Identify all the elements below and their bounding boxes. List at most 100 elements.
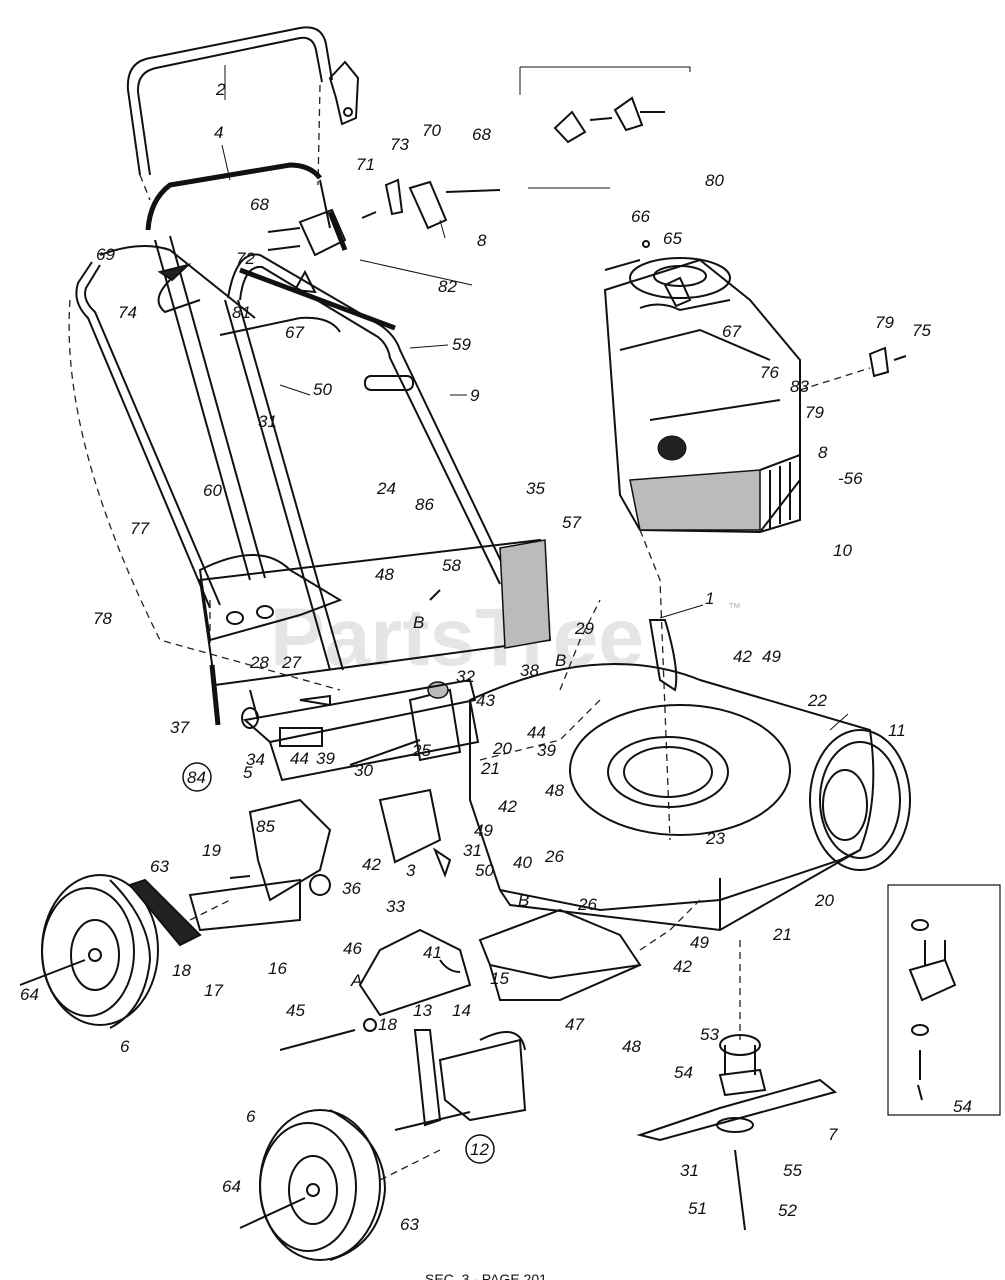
watermark-tm: ™	[728, 600, 741, 615]
callout-82: 82	[438, 277, 457, 296]
callout-49: 49	[762, 647, 781, 666]
callout-42: 42	[362, 855, 381, 874]
callout-2: 2	[215, 80, 226, 99]
callout-78: 78	[93, 609, 112, 628]
callout-23: 23	[705, 829, 725, 848]
hinge-bracket	[241, 678, 480, 782]
callout-18: 18	[378, 1015, 397, 1034]
callout-64: 64	[222, 1177, 241, 1196]
height-adjuster	[128, 798, 332, 947]
callout-77: 77	[130, 519, 149, 538]
wheel-6-lower	[239, 1109, 387, 1261]
callout-49: 49	[690, 933, 709, 952]
callout-67: 67	[285, 323, 304, 342]
wheel-6-upper	[19, 874, 159, 1029]
callout-76: 76	[760, 363, 779, 382]
callout-55: 55	[783, 1161, 802, 1180]
callout-11: 11	[888, 721, 906, 740]
callout-79: 79	[875, 313, 894, 332]
callout-64: 64	[20, 985, 39, 1004]
callout-35: 35	[526, 479, 545, 498]
callout-40: 40	[513, 853, 532, 872]
callout-42: 42	[673, 957, 692, 976]
callout-69: 69	[96, 245, 115, 264]
watermark: PartsTree	[270, 592, 644, 683]
callout-67: 67	[722, 322, 741, 341]
callout-labels: 2 4 68 70 73 71 68 72 8 69 82 74 67 81 5…	[20, 80, 972, 1234]
callout-12-circle	[465, 1134, 495, 1164]
callout-4: 4	[214, 123, 223, 142]
callout-28: 28	[249, 653, 269, 672]
callout-8: 8	[818, 443, 828, 462]
callout-38: 38	[520, 661, 539, 680]
callout-75: 75	[912, 321, 931, 340]
callout-26: 26	[544, 847, 564, 866]
control-bracket-upper	[328, 60, 360, 126]
callout-26: 26	[577, 895, 597, 914]
callout-6: 6	[120, 1037, 130, 1056]
callout-49: 49	[474, 821, 493, 840]
blade	[636, 940, 838, 1231]
callout-42: 42	[733, 647, 752, 666]
callout-46: 46	[343, 939, 362, 958]
callout-39: 39	[537, 741, 556, 760]
callout-19: 19	[202, 841, 221, 860]
callout-74: 74	[118, 303, 137, 322]
callout-33: 33	[386, 897, 405, 916]
assembly-lines	[189, 599, 701, 1181]
callout-47: 47	[565, 1015, 584, 1034]
callout-71: 71	[356, 155, 375, 174]
callout-84: 84	[187, 768, 206, 787]
callout-10: 10	[833, 541, 852, 560]
callout-22: 22	[807, 691, 827, 710]
callout-41: 41	[423, 943, 442, 962]
callout-81: 81	[232, 303, 251, 322]
callout-20: 20	[492, 739, 512, 758]
callout-48: 48	[545, 781, 564, 800]
callout-3: 3	[406, 861, 416, 880]
callout-63: 63	[150, 857, 169, 876]
callout-58: 58	[442, 556, 461, 575]
callout-31: 31	[680, 1161, 699, 1180]
upper-handle	[126, 26, 333, 201]
callout-50: 50	[475, 861, 494, 880]
callout-68: 68	[472, 125, 491, 144]
callout-68: 68	[250, 195, 269, 214]
callout-70: 70	[422, 121, 441, 140]
callout-B: B	[555, 651, 566, 670]
callout-21: 21	[480, 759, 500, 778]
callout-31: 31	[258, 412, 277, 431]
callout-24: 24	[376, 479, 396, 498]
callout-9: 9	[470, 386, 480, 405]
callout-56: -56	[838, 469, 863, 488]
callout-17: 17	[204, 981, 223, 1000]
callout-27: 27	[281, 653, 301, 672]
callout-54: 54	[953, 1097, 972, 1116]
throttle-bracket	[639, 240, 731, 312]
callout-80: 80	[705, 171, 724, 190]
grass-bag	[68, 245, 343, 691]
callout-72: 72	[236, 249, 255, 268]
callout-16: 16	[268, 959, 287, 978]
callout-1: 1	[705, 589, 714, 608]
callout-A: A	[350, 971, 362, 990]
rear-skirt	[358, 908, 642, 1017]
callout-31: 31	[463, 841, 482, 860]
callout-52: 52	[778, 1201, 797, 1220]
engine	[603, 257, 801, 841]
callout-44: 44	[290, 749, 309, 768]
callout-59: 59	[452, 335, 471, 354]
callout-6: 6	[246, 1107, 256, 1126]
callout-37: 37	[170, 718, 189, 737]
callout-83: 83	[790, 377, 809, 396]
callout-54: 54	[674, 1063, 693, 1082]
callout-60: 60	[203, 481, 222, 500]
callout-79: 79	[805, 403, 824, 422]
callout-73: 73	[390, 135, 409, 154]
callout-5: 5	[243, 763, 253, 782]
callout-32: 32	[456, 667, 475, 686]
callout-15: 15	[490, 969, 509, 988]
wheel-11	[809, 729, 911, 871]
lower-handle	[145, 162, 331, 581]
callout-21: 21	[772, 925, 792, 944]
